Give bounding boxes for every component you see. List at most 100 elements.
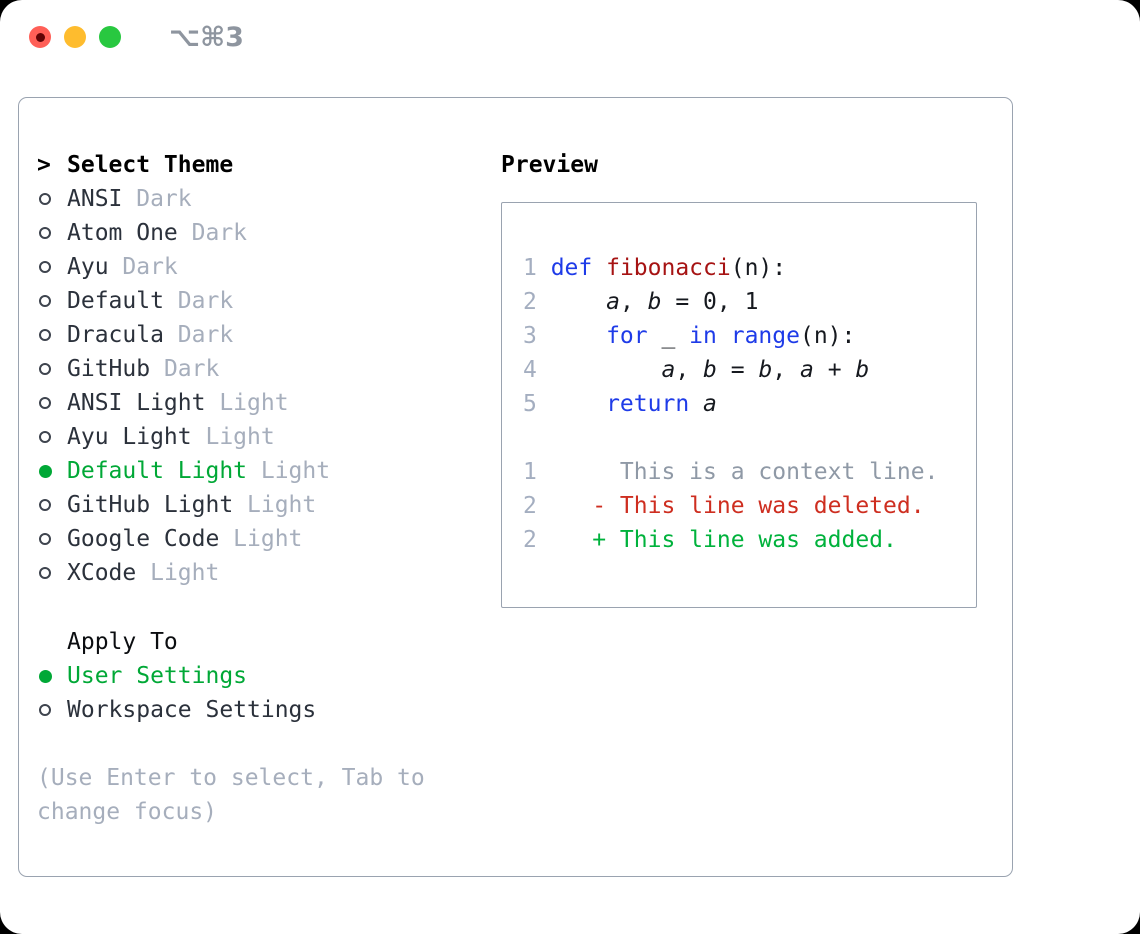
theme-variant: Dark — [122, 254, 178, 280]
titlebar: ⌥⌘3 — [0, 0, 1140, 74]
code-token: - This line was deleted. — [550, 493, 925, 519]
radio-icon — [39, 431, 51, 443]
theme-radio-cell — [37, 397, 67, 409]
close-button[interactable] — [29, 26, 51, 48]
radio-icon — [39, 295, 51, 307]
line-number: 2 — [523, 527, 537, 553]
radio-icon — [39, 363, 51, 375]
code-token: (n): — [799, 323, 856, 349]
radio-icon — [39, 567, 51, 579]
apply-option-label: Workspace Settings — [67, 697, 317, 723]
code-token — [551, 391, 606, 417]
code-token: = — [716, 357, 759, 383]
theme-option-ansi-light-light[interactable]: ANSI Light Light — [37, 386, 457, 420]
code-token: in — [689, 323, 717, 349]
code-line: 2 a, b = 0, 1 — [523, 285, 976, 319]
theme-variant: Dark — [191, 220, 248, 246]
code-token: b — [758, 357, 773, 383]
theme-option-default-light-light[interactable]: Default Light Light — [37, 454, 457, 488]
theme-option-google-code-light[interactable]: Google Code Light — [37, 522, 457, 556]
theme-option-ayu-light-light[interactable]: Ayu Light Light — [37, 420, 457, 454]
theme-name: XCode — [67, 560, 137, 586]
apply-radio-cell — [37, 704, 67, 716]
apply-option-workspace-settings[interactable]: Workspace Settings — [37, 693, 457, 727]
theme-variant: Light — [233, 526, 303, 552]
line-number: 3 — [523, 323, 537, 349]
code-text: a, b = 0, 1 — [551, 289, 759, 315]
theme-name: ANSI Light — [67, 390, 206, 416]
code-token: = 0, 1 — [661, 289, 759, 315]
code-token: a — [800, 357, 814, 383]
code-token: b — [703, 357, 717, 383]
code-token: , — [675, 357, 704, 383]
theme-radio-cell — [37, 363, 67, 375]
theme-variant: Light — [247, 492, 317, 518]
preview-header: Preview — [501, 152, 598, 178]
theme-radio-cell — [37, 227, 67, 239]
theme-radio-cell — [37, 261, 67, 273]
unsaved-changes-dot-icon — [35, 32, 45, 42]
line-number: 2 — [523, 289, 537, 315]
line-number: 1 — [523, 459, 537, 485]
code-token: a — [703, 391, 717, 417]
theme-name: Google Code — [67, 526, 220, 552]
theme-name: Dracula — [67, 322, 164, 348]
code-token: (n): — [730, 255, 787, 281]
apply-to-header-row: Apply To — [37, 625, 457, 659]
theme-variant: Light — [260, 458, 331, 484]
apply-radio-cell — [37, 669, 67, 683]
theme-variant: Light — [219, 390, 289, 416]
code-token: for — [606, 323, 648, 349]
code-token: , — [619, 289, 648, 315]
zoom-button[interactable] — [99, 26, 121, 48]
code-text: + This line was added. — [551, 527, 897, 553]
theme-radio-cell — [37, 499, 67, 511]
radio-icon — [39, 227, 51, 239]
select-theme-header: Select Theme — [67, 152, 234, 178]
theme-name: Default Light — [67, 458, 248, 484]
theme-variant: Dark — [163, 356, 220, 382]
code-line: 5 return a — [523, 387, 976, 421]
code-token: fibonacci — [606, 255, 731, 281]
code-token: This is a context line. — [550, 459, 939, 485]
minimize-button[interactable] — [64, 26, 86, 48]
radio-icon — [39, 261, 51, 273]
code-line: 4 a, b = b, a + b — [523, 353, 976, 387]
theme-radio-cell — [37, 567, 67, 579]
select-theme-header-row: > Select Theme — [37, 148, 457, 182]
theme-name: Ayu Light — [67, 424, 192, 450]
code-token: a — [661, 357, 676, 383]
code-token — [592, 255, 606, 281]
theme-radio-cell — [37, 193, 67, 205]
line-number: 1 — [523, 255, 537, 281]
code-token: range — [730, 323, 800, 349]
radio-selected-icon — [39, 464, 52, 478]
theme-radio-cell — [37, 464, 67, 478]
radio-icon — [39, 397, 51, 409]
code-token — [551, 323, 606, 349]
apply-to-header: Apply To — [67, 629, 178, 655]
theme-variant: Dark — [177, 288, 234, 314]
window-title: ⌥⌘3 — [169, 21, 244, 53]
code-text: return a — [551, 391, 717, 417]
code-token — [717, 323, 731, 349]
line-number: 5 — [523, 391, 537, 417]
code-text: a, b = b, a + b — [551, 357, 869, 383]
apply-option-user-settings[interactable]: User Settings — [37, 659, 457, 693]
theme-variant: Light — [205, 424, 275, 450]
code-token: + — [813, 357, 856, 383]
